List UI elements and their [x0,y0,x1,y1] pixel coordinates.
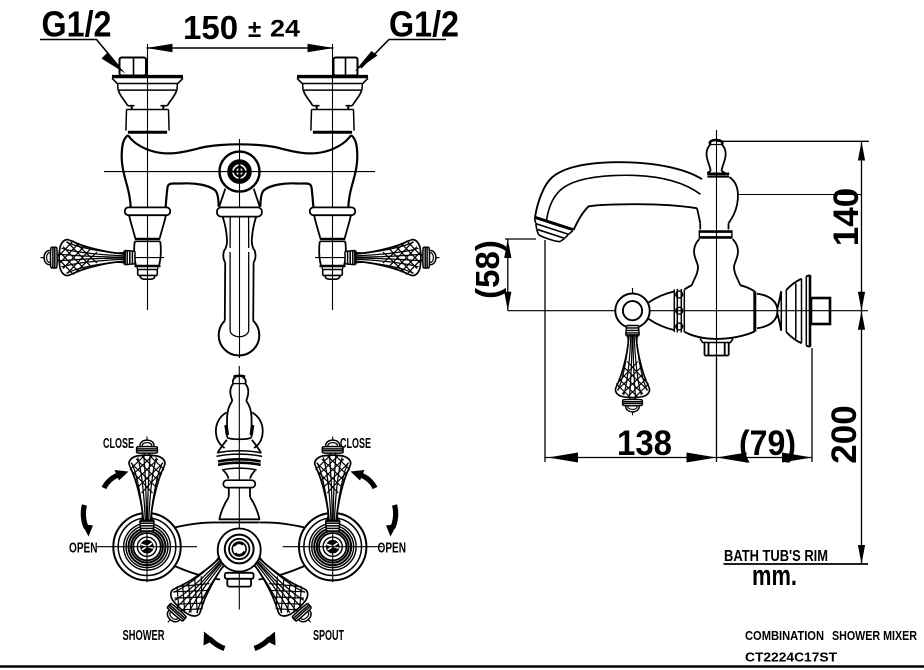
svg-text:150: 150 [183,9,238,46]
svg-text:CLOSE: CLOSE [103,436,134,452]
svg-text:OPEN: OPEN [378,541,407,557]
svg-text:140: 140 [827,188,866,246]
svg-text:OPEN: OPEN [69,541,98,557]
svg-text:SHOWER MIXER: SHOWER MIXER [832,628,917,643]
svg-text:COMBINATION: COMBINATION [745,628,824,643]
svg-text:G1/2: G1/2 [42,4,112,45]
svg-text:(79): (79) [739,424,796,463]
svg-text:G1/2: G1/2 [389,4,459,45]
svg-text:mm.: mm. [752,560,797,592]
svg-text:200: 200 [825,405,864,463]
svg-text:CT2224C17ST: CT2224C17ST [745,650,837,665]
svg-text:±: ± [248,16,261,43]
svg-text:24: 24 [270,16,301,43]
svg-text:SPOUT: SPOUT [313,628,344,644]
svg-text:CLOSE: CLOSE [340,436,371,452]
svg-text:138: 138 [617,424,672,463]
svg-text:BATH TUB'S RIM: BATH TUB'S RIM [724,548,828,565]
svg-text:SHOWER: SHOWER [123,628,165,644]
svg-text:(58): (58) [469,240,506,299]
